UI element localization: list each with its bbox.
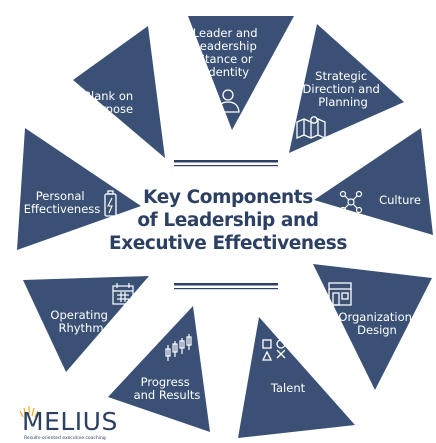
candlestick-icon [165,334,192,361]
logo-wordmark: MELIUS [22,407,118,436]
battery-charging-icon [104,190,117,217]
logo-sunburst-icon [19,406,39,418]
petal-blank-shape [73,26,165,158]
melius-logo: MELIUS Results-oriented executive coachi… [18,406,138,443]
network-icon [339,190,363,214]
logo-tagline: Results-oriented executive coaching [24,436,106,441]
petal-talent-shape [238,317,355,438]
map-icon [296,116,326,139]
diagram-title: Key Components of Leadership and Executi… [98,186,358,255]
petal-talent-label: Talent [270,381,306,395]
petal-operating-shape [23,276,149,372]
petal-operating-label: Operating Rhythm [50,308,111,335]
petal-leader-shape [188,16,294,130]
petal-strategic-label: Strategic Direction and Planning [303,69,384,109]
title-line-1: Key Components [143,187,313,208]
divider-top-thin [174,165,278,167]
petal-blank-label: Blank on Purpose [83,89,137,116]
petal-leader-label: Leader and Leadership Stance or Identity [193,26,261,79]
title-line-3: Executive Effectiveness [108,233,348,254]
petal-progress-label: Progress and Results [134,375,201,402]
petal-culture-shape [314,128,433,235]
petal-org-design-shape [313,264,432,390]
storefront-icon [328,282,352,306]
shapes-icon [261,339,286,361]
petal-progress-shape [108,306,210,432]
divider-bottom [174,283,278,286]
petal-culture-label: Culture [379,193,421,207]
petal-personal-label: Personal Effectiveness [24,189,101,216]
person-icon [216,89,240,113]
title-line-2: of Leadership and [137,210,319,231]
divider-top [174,160,278,163]
petal-org-design-label: Organization Design [338,310,415,337]
calendar-icon [112,283,134,305]
petal-personal-shape [17,128,141,250]
divider-bottom-thin [174,288,278,290]
